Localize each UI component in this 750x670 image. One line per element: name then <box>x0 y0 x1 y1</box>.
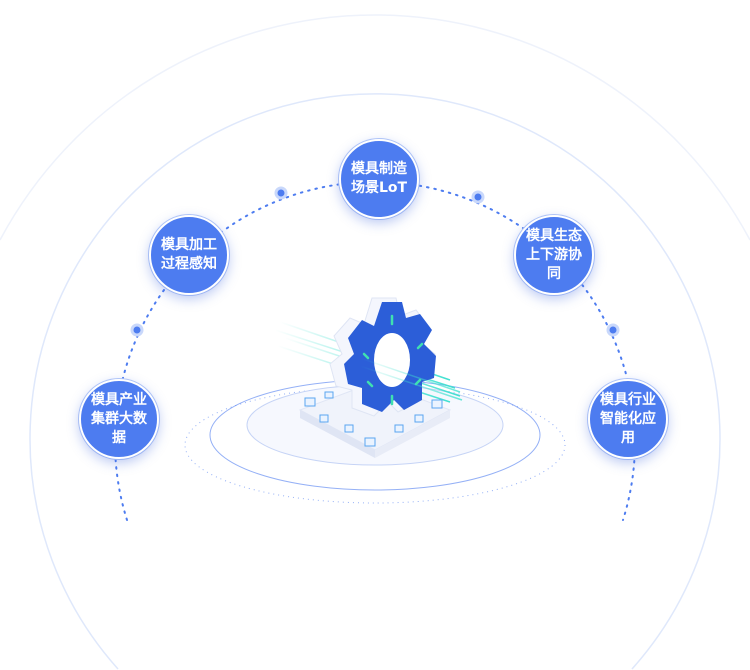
node-text: 模具制造 <box>351 161 407 177</box>
node-text: 同 <box>547 265 561 282</box>
middle-ring <box>29 93 721 670</box>
light-beams-front <box>359 357 463 401</box>
node-text: 上下游协 <box>526 246 582 263</box>
node-text: 模具生态 <box>526 227 582 244</box>
base-ellipse-outer <box>184 386 566 504</box>
node-text: 模具加工 <box>161 237 217 253</box>
node-text: 模具产业 <box>91 391 147 408</box>
node-text: 用 <box>621 429 635 446</box>
node-text: 过程感知 <box>161 256 217 272</box>
node-text: 集群大数 <box>91 410 147 427</box>
node-cluster-big-data: 模具产业 集群大数 据 <box>79 379 159 459</box>
node-manufacturing-iot: 模具制造 场景LoT <box>339 139 419 219</box>
node-text: 场景LoT <box>350 180 408 196</box>
node-intelligent-application: 模具行业 智能化应 用 <box>588 379 668 459</box>
outer-ring <box>0 14 750 241</box>
node-ecosystem-collaboration: 模具生态 上下游协 同 <box>514 215 594 295</box>
node-text: 模具行业 <box>600 391 656 408</box>
node-process-sensing: 模具加工 过程感知 <box>149 215 229 295</box>
chip-blocks <box>304 391 443 447</box>
node-text: 据 <box>112 429 126 446</box>
orbit-dots <box>130 186 620 337</box>
node-text: 智能化应 <box>600 410 656 427</box>
